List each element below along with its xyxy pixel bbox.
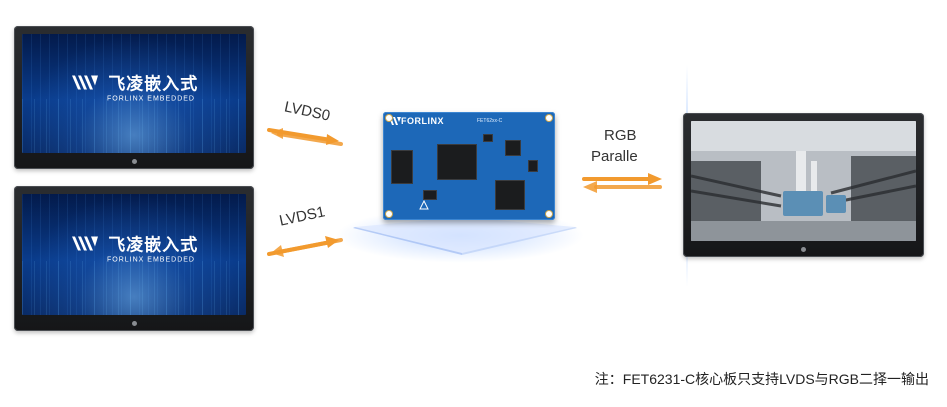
board-logo-mark-icon — [389, 117, 401, 125]
board-model-text: FET62xx-C — [477, 118, 503, 124]
small-component — [528, 160, 538, 172]
lvds0-double-arrow-icon — [267, 128, 343, 146]
rgb-label-line1: RGB — [604, 127, 637, 144]
display-power-indicator — [131, 159, 137, 164]
processor-chip — [437, 144, 477, 180]
small-component — [423, 190, 437, 200]
rgb-display-screen — [691, 121, 916, 241]
forlinx-logo: 飞凌嵌入式 FORLINX EMBEDDED — [22, 70, 246, 103]
forlinx-logo-mark-icon — [71, 75, 98, 90]
logo-english-text: FORLINX EMBEDDED — [107, 95, 195, 103]
mount-hole — [386, 211, 392, 217]
pmic-chip — [505, 140, 521, 156]
emmc-chip — [495, 180, 525, 210]
logo-english-text: FORLINX EMBEDDED — [107, 256, 195, 264]
mount-hole — [386, 115, 392, 121]
display-power-indicator — [801, 247, 806, 252]
mount-hole — [546, 211, 552, 217]
rgb-label-line2: Paralle — [591, 148, 638, 165]
board-brand-text: FORLINX — [401, 116, 444, 126]
lvds1-label: LVDS1 — [277, 203, 327, 230]
mount-hole — [546, 115, 552, 121]
certification-mark-icon — [419, 200, 429, 210]
lvds0-display: 飞凌嵌入式 FORLINX EMBEDDED — [14, 26, 254, 169]
display-power-indicator — [131, 321, 137, 326]
forlinx-logo-mark-icon — [71, 236, 98, 251]
rgb-double-arrow-icon — [582, 173, 662, 193]
logo-chinese-text: 飞凌嵌入式 — [108, 235, 199, 255]
output-note: 注：FET6231-C核心板只支持LVDS与RGB二择一输出 — [594, 371, 929, 387]
rgb-display — [683, 113, 924, 257]
small-component — [483, 134, 493, 142]
forlinx-logo: 飞凌嵌入式 FORLINX EMBEDDED — [22, 231, 246, 264]
memory-chip — [391, 150, 413, 184]
logo-chinese-text: 飞凌嵌入式 — [108, 74, 199, 94]
board-base-plate — [353, 217, 577, 255]
fet6231-core-board: FORLINX FET62xx-C — [383, 112, 555, 220]
screen-floor-grid — [22, 260, 246, 315]
lvds1-display: 飞凌嵌入式 FORLINX EMBEDDED — [14, 186, 254, 331]
lvds1-display-screen: 飞凌嵌入式 FORLINX EMBEDDED — [22, 194, 246, 315]
production-line-image — [691, 121, 916, 241]
lvds0-display-screen: 飞凌嵌入式 FORLINX EMBEDDED — [22, 34, 246, 153]
screen-floor-grid — [22, 99, 246, 153]
lvds1-double-arrow-icon — [267, 236, 343, 257]
